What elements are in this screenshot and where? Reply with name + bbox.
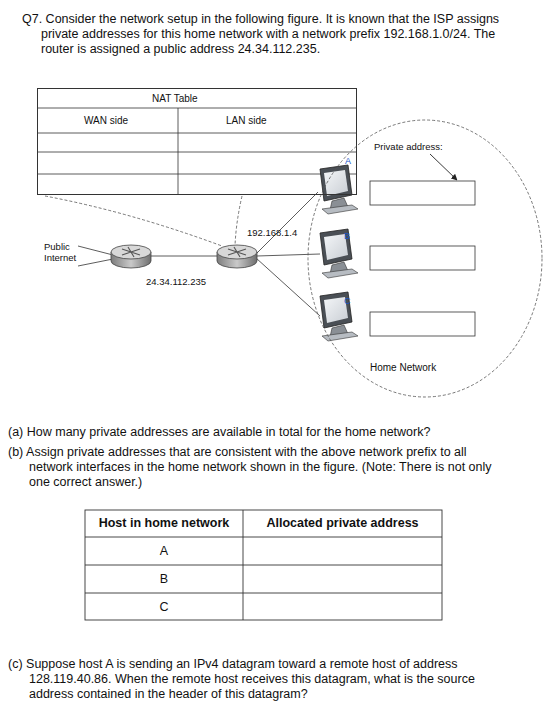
- question-text: (b) Assign private addresses that are co…: [8, 445, 499, 490]
- table-header: Allocated private address: [243, 516, 442, 531]
- network-label: Public Internet: [44, 241, 84, 264]
- question-text: (a) How many private addresses are avail…: [8, 425, 509, 440]
- ip-address: 192.168.1.4: [247, 227, 297, 238]
- table-header: WAN side: [84, 115, 128, 127]
- ellipse-outline: [306, 118, 544, 399]
- question-text: Q7. Consider the network setup in the fo…: [22, 12, 526, 57]
- table-cell: C: [85, 600, 243, 615]
- host-letter: A: [345, 156, 351, 167]
- home-network-ellipse: Home Network: [306, 118, 544, 399]
- table-header: LAN side: [226, 115, 267, 127]
- node-title: Home Network: [370, 362, 436, 373]
- ip-address: 24.34.112.235: [146, 276, 206, 287]
- nat-table: NAT Table: [37, 88, 357, 195]
- node-title: NAT Table: [152, 93, 198, 104]
- table-cell: B: [85, 572, 243, 587]
- host-letter: C: [344, 296, 351, 307]
- host-letter: B: [344, 231, 350, 242]
- callout-label: Private address:: [374, 141, 443, 152]
- table-cell: A: [85, 544, 243, 559]
- table-header: Host in home network: [85, 516, 243, 531]
- question-text: (c) Suppose host A is sending an IPv4 da…: [8, 657, 499, 702]
